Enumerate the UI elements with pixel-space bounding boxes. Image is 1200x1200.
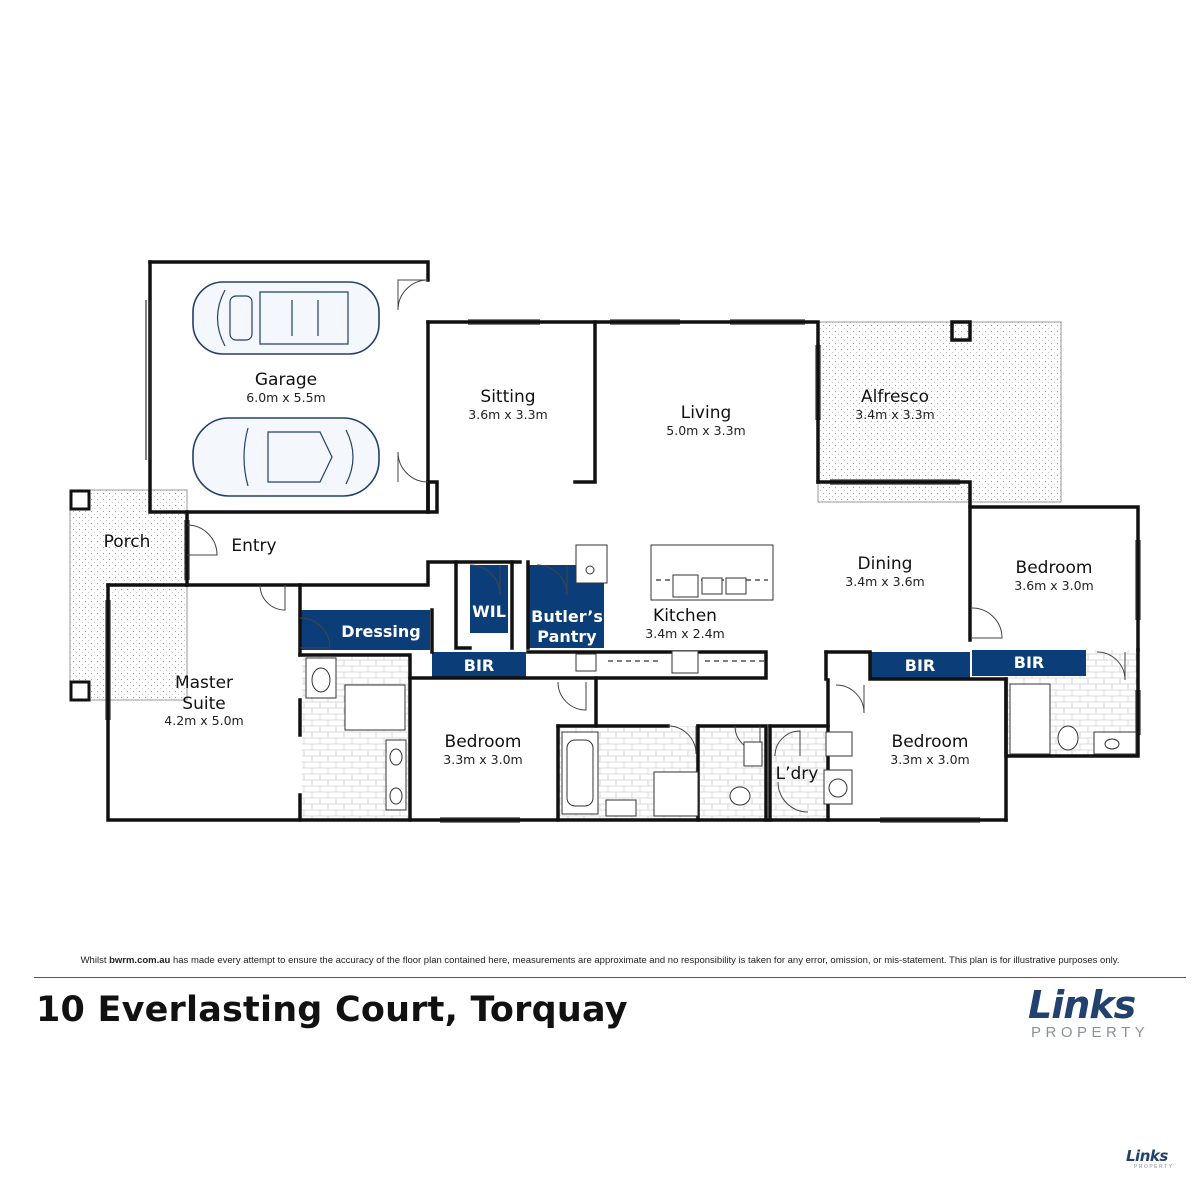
property-address: 10 Everlasting Court, Torquay xyxy=(36,990,628,1030)
wil-block xyxy=(470,565,508,633)
master-label-1: Master xyxy=(175,673,233,693)
alfresco-area xyxy=(817,321,1062,503)
doors xyxy=(186,279,1126,813)
bathroom-fixtures xyxy=(305,657,1137,817)
dining-label: Dining xyxy=(858,554,913,574)
laundry-label: L’dry xyxy=(776,764,819,784)
bir-block-2 xyxy=(870,652,970,679)
dining-dim: 3.4m x 3.6m xyxy=(845,574,924,589)
bedroom-ne-label: Bedroom xyxy=(1016,558,1093,578)
disclaimer: Whilst bwrm.com.au has made every attemp… xyxy=(0,955,1200,966)
porch-label: Porch xyxy=(104,532,151,552)
butlers-label-1: Butler’s xyxy=(531,607,603,626)
dressing-block xyxy=(300,610,430,650)
kitchen-dim: 3.4m x 2.4m xyxy=(645,626,724,641)
logo-word: Links xyxy=(1028,983,1136,1027)
bedroom-mid-label: Bedroom xyxy=(445,732,522,752)
bir-label-3: BIR xyxy=(1014,653,1044,672)
windows xyxy=(105,300,1141,823)
alfresco-dim: 3.4m x 3.3m xyxy=(855,407,934,422)
wil-label: WIL xyxy=(472,602,506,621)
kitchen-label: Kitchen xyxy=(653,606,717,626)
logo-sub: PROPERTY xyxy=(1031,1024,1150,1041)
garage-label: Garage xyxy=(255,370,317,390)
sitting-label: Sitting xyxy=(480,387,535,407)
bir-block-1 xyxy=(432,652,526,678)
bir-label-2: BIR xyxy=(905,656,935,675)
bir-label-1: BIR xyxy=(464,656,494,675)
bedroom-mid-dim: 3.3m x 3.0m xyxy=(443,752,522,767)
entry-label: Entry xyxy=(231,536,276,556)
porch-area xyxy=(69,489,188,701)
master-label-2: Suite xyxy=(182,694,225,714)
living-label: Living xyxy=(681,403,732,423)
bedroom-se-label: Bedroom xyxy=(892,732,969,752)
disclaimer-pre: Whilst xyxy=(80,955,110,966)
dressing-label: Dressing xyxy=(341,622,420,641)
links-logo: Links PROPERTY xyxy=(1028,985,1162,1047)
butlers-label-2: Pantry xyxy=(537,627,597,646)
bedroom-ne-dim: 3.6m x 3.0m xyxy=(1014,578,1093,593)
living-dim: 5.0m x 3.3m xyxy=(666,423,745,438)
divider xyxy=(34,977,1186,978)
bir-block-3 xyxy=(972,650,1086,676)
walls xyxy=(69,260,1140,822)
wc-tiles xyxy=(700,726,766,818)
room-labels: Garage 6.0m x 5.5m Sitting 3.6m x 3.3m L… xyxy=(104,370,1094,784)
sitting-dim: 3.6m x 3.3m xyxy=(468,407,547,422)
disclaimer-post: has made every attempt to ensure the acc… xyxy=(170,955,1120,966)
bedroom-se-dim: 3.3m x 3.0m xyxy=(890,752,969,767)
disclaimer-site: bwrm.com.au xyxy=(109,955,171,966)
garage-dim: 6.0m x 5.5m xyxy=(246,390,325,405)
master-dim: 4.2m x 5.0m xyxy=(164,713,243,728)
kitchen-fixtures xyxy=(575,544,774,674)
links-logo-small-sub: PROPERTY xyxy=(1134,1164,1174,1170)
car-icon xyxy=(192,281,380,355)
floor-plan: Garage 6.0m x 5.5m Sitting 3.6m x 3.3m L… xyxy=(69,260,1141,823)
alfresco-label: Alfresco xyxy=(861,387,929,407)
car-icon xyxy=(192,417,380,497)
links-logo-small: Links xyxy=(1126,1147,1168,1165)
